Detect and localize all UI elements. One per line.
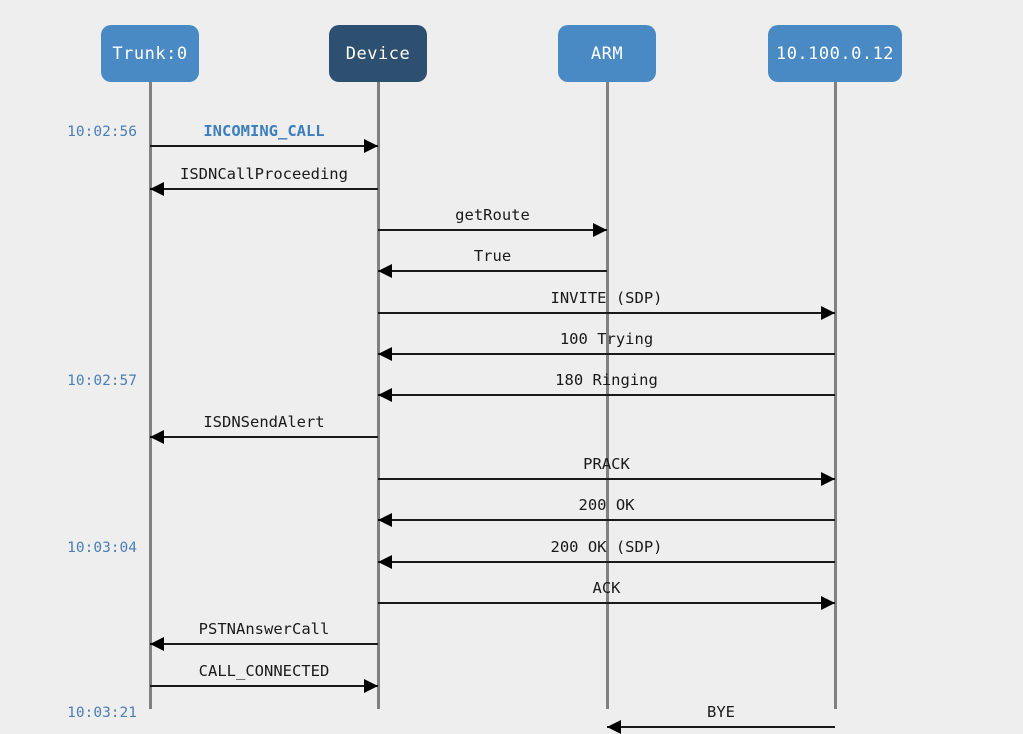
message-arrow-line xyxy=(378,602,835,604)
message-label: PRACK xyxy=(583,455,630,473)
lifeline-sip xyxy=(834,82,837,709)
participant-label: Trunk:0 xyxy=(112,43,188,64)
message-arrow-line xyxy=(150,145,378,147)
message-label: INCOMING_CALL xyxy=(203,122,325,140)
timestamp-label: 10:02:57 xyxy=(67,373,137,389)
timestamp-label: 10:02:56 xyxy=(67,124,137,140)
participant-label: ARM xyxy=(590,43,624,64)
participant-box-arm[interactable]: ARM xyxy=(558,25,656,82)
message-label: ISDNCallProceeding xyxy=(180,165,348,183)
message-arrow-line xyxy=(378,270,607,272)
message-arrow-head xyxy=(821,596,835,610)
participant-box-trunk[interactable]: Trunk:0 xyxy=(101,25,199,82)
timestamp-label: 10:03:04 xyxy=(67,540,137,556)
message-arrow-line xyxy=(150,436,378,438)
message-label: PSTNAnswerCall xyxy=(198,620,330,638)
message-label: 180 Ringing xyxy=(555,371,658,389)
message-label: 100 Trying xyxy=(559,330,654,348)
lifeline-trunk xyxy=(149,82,152,709)
message-label: BYE xyxy=(707,703,735,721)
message-label: 200 OK (SDP) xyxy=(550,538,663,556)
message-arrow-line xyxy=(378,478,835,480)
message-arrow-line xyxy=(150,643,378,645)
participant-label: 10.100.0.12 xyxy=(775,43,895,64)
message-arrow-line xyxy=(150,188,378,190)
message-arrow-line xyxy=(378,312,835,314)
timestamp-label: 10:03:21 xyxy=(67,705,137,721)
message-arrow-line xyxy=(378,519,835,521)
message-arrow-head xyxy=(150,430,164,444)
message-label: ISDNSendAlert xyxy=(203,413,325,431)
message-arrow-head xyxy=(150,182,164,196)
message-arrow-head xyxy=(378,264,392,278)
message-arrow-line xyxy=(378,353,835,355)
message-arrow-head xyxy=(364,139,378,153)
message-arrow-head xyxy=(821,472,835,486)
participant-box-device[interactable]: Device xyxy=(329,25,427,82)
message-arrow-line xyxy=(378,394,835,396)
message-arrow-line xyxy=(150,685,378,687)
message-arrow-head xyxy=(607,720,621,734)
participant-box-sip[interactable]: 10.100.0.12 xyxy=(768,25,902,82)
message-arrow-head xyxy=(364,679,378,693)
message-label: 200 OK xyxy=(578,496,635,514)
message-arrow-head xyxy=(378,555,392,569)
message-label: INVITE (SDP) xyxy=(550,289,663,307)
message-arrow-head xyxy=(150,637,164,651)
message-arrow-head xyxy=(378,388,392,402)
message-label: getRoute xyxy=(455,206,530,224)
message-label: CALL_CONNECTED xyxy=(198,662,330,680)
message-arrow-line xyxy=(607,726,835,728)
message-label: True xyxy=(473,247,512,265)
message-arrow-line xyxy=(378,229,607,231)
participant-label: Device xyxy=(345,43,411,64)
message-arrow-head xyxy=(593,223,607,237)
message-label: ACK xyxy=(592,579,621,597)
message-arrow-line xyxy=(378,561,835,563)
message-arrow-head xyxy=(378,347,392,361)
message-arrow-head xyxy=(378,513,392,527)
message-arrow-head xyxy=(821,306,835,320)
